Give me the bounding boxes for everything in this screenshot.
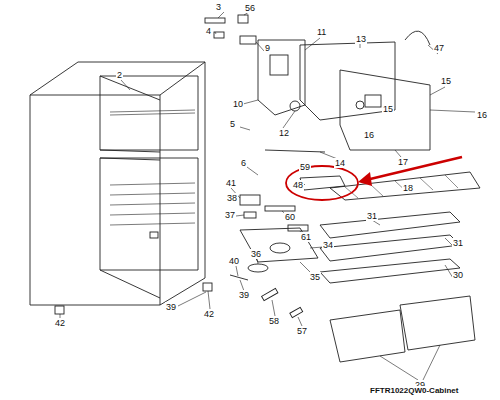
callout-number: 4	[205, 26, 212, 36]
callout-number: 39	[238, 290, 250, 300]
callout-number: 57	[296, 326, 308, 336]
callout-number: 60	[284, 212, 296, 222]
callout-number: 30	[452, 270, 464, 280]
callout-number: 59	[299, 162, 311, 172]
callout-number: 42	[203, 309, 215, 319]
callout-number: 56	[244, 3, 256, 13]
callout-number: 15	[382, 104, 394, 114]
callout-number: 2	[116, 70, 123, 80]
callout-number: 10	[232, 99, 244, 109]
callout-number: 9	[264, 43, 271, 53]
callout-number: 47	[433, 43, 445, 53]
callout-number: 36	[250, 249, 262, 259]
callout-number: 6	[240, 158, 247, 168]
callout-number: 38	[226, 193, 238, 203]
callout-number: 48	[292, 180, 304, 190]
callout-number: 41	[225, 178, 237, 188]
callout-number: 35	[309, 272, 321, 282]
callout-number: 18	[402, 183, 414, 193]
callout-number: 3	[215, 2, 222, 12]
callout-number: 17	[397, 157, 409, 167]
callout-number: 5	[229, 119, 236, 129]
callout-number: 31	[452, 238, 464, 248]
callout-number: 37	[224, 210, 236, 220]
callout-number: 40	[228, 256, 240, 266]
callout-number: 31	[366, 211, 378, 221]
callout-number: 61	[300, 232, 312, 242]
callout-number: 42	[54, 318, 66, 328]
callout-number: 16	[476, 110, 488, 120]
callout-number: 13	[355, 34, 367, 44]
callout-number: 12	[278, 128, 290, 138]
callout-number: 58	[268, 316, 280, 326]
drawing-caption: FFTR1022QW0-Cabinet	[370, 386, 458, 395]
callout-number: 34	[322, 240, 334, 250]
callout-number: 39	[165, 302, 177, 312]
callout-number: 16	[363, 130, 375, 140]
callout-number: 15	[440, 76, 452, 86]
callout-number: 14	[334, 158, 346, 168]
callout-number: 11	[316, 27, 327, 37]
